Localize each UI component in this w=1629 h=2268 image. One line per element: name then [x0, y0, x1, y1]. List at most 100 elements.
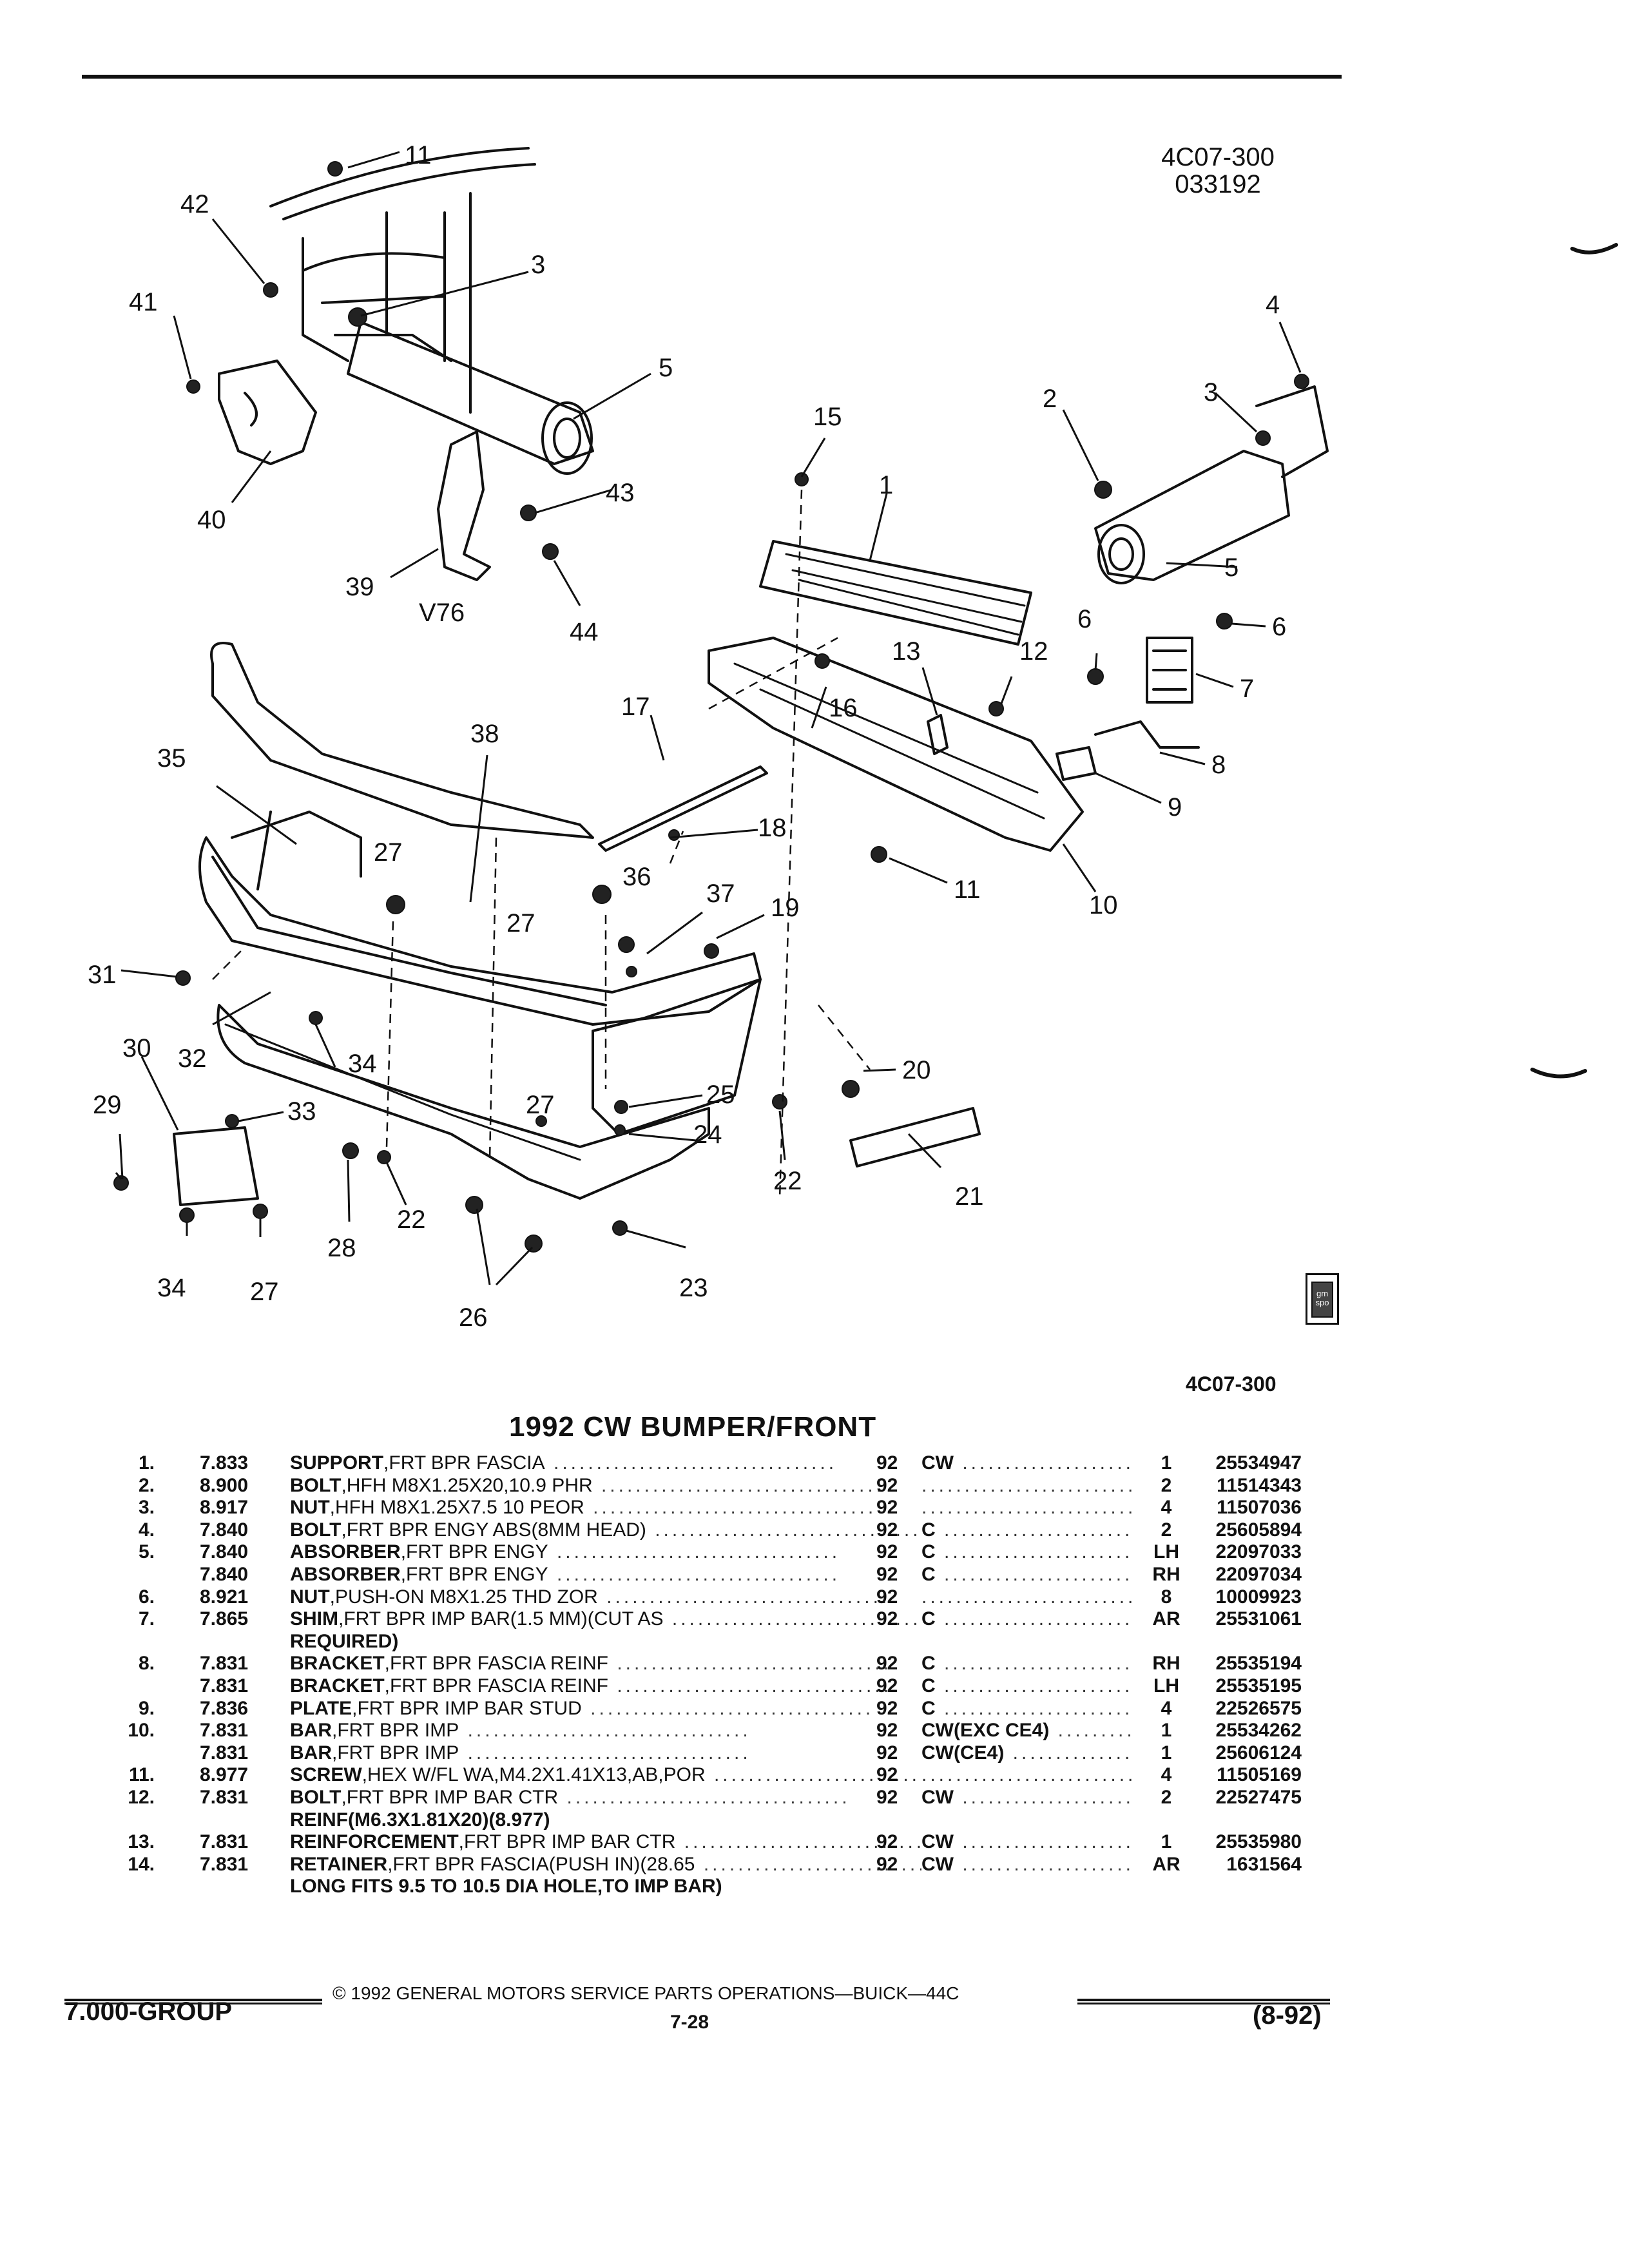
item-number: 11.: [128, 1764, 155, 1786]
year: 92: [876, 1497, 898, 1519]
part-name: ABSORBER: [290, 1541, 401, 1563]
item-number: 2.: [138, 1474, 155, 1496]
callout-28: 27: [250, 1278, 279, 1306]
quantity: 2: [1161, 1474, 1172, 1496]
callout-43: 42: [180, 190, 209, 218]
part-qualifier: ,FRT BPR IMP: [332, 1720, 459, 1742]
table-row: REINF(M6.3X1.81X20)(8.977): [84, 1809, 1373, 1832]
group-number: 7.831: [200, 1653, 249, 1675]
callout-22: 22: [397, 1206, 426, 1234]
leader-dots: .................................: [608, 1675, 901, 1696]
model: C .................................: [921, 1675, 1134, 1697]
callout-32: 31: [88, 961, 117, 989]
callout-16: 17: [621, 693, 650, 721]
part-name: BRACKET: [290, 1675, 385, 1696]
leader-dots: .................................: [703, 1853, 921, 1875]
nut-6-left: [1087, 668, 1104, 685]
description: REINF(M6.3X1.81X20)(8.977): [290, 1809, 921, 1831]
leader-dots: .................................: [592, 1474, 885, 1496]
part-name: LONG FITS 9.5 TO 10.5 DIA HOLE,TO IMP BA…: [290, 1876, 722, 1898]
bolt-4-right: [1294, 374, 1309, 389]
callout-31: 30: [122, 1034, 151, 1062]
part-name: REINFORCEMENT: [290, 1831, 459, 1853]
group-number: 8.917: [200, 1497, 249, 1519]
model-code: CW: [921, 1831, 954, 1853]
part-qualifier: ,FRT BPR FASCIA: [383, 1452, 545, 1474]
bolt-45: [542, 543, 559, 560]
fastener-27-b: [592, 885, 612, 904]
part-name: REINF(M6.3X1.81X20)(8.977): [290, 1809, 550, 1831]
model-code: C: [921, 1541, 936, 1563]
part-name: BOLT: [290, 1519, 342, 1541]
model: .................................: [921, 1764, 1134, 1786]
leader-dots: .................................: [944, 1541, 1134, 1563]
model-code: CW(CE4): [921, 1742, 1005, 1763]
leader-dots: .................................: [962, 1452, 1134, 1474]
part-name: SHIM: [290, 1608, 338, 1630]
model: C .................................: [921, 1608, 1134, 1630]
callout-3: 3: [531, 251, 545, 279]
callout-33: 32: [178, 1044, 207, 1073]
part-qualifier: ,FRT BPR IMP BAR CTR: [458, 1831, 676, 1853]
item-number: 12.: [128, 1786, 155, 1808]
leader-dots: .................................: [944, 1563, 1134, 1585]
leader-dots: .................................: [584, 1497, 877, 1519]
callout-4: 11: [405, 141, 432, 169]
absorber-foam-1: [759, 540, 1032, 646]
leader-dots: .................................: [545, 1452, 838, 1474]
fastener-28: [253, 1204, 268, 1219]
part-name: REQUIRED): [290, 1630, 399, 1652]
date-code: 033192: [1175, 170, 1261, 198]
section-title: 1992 CW BUMPER/FRONT: [509, 1411, 877, 1443]
leader-dots: .................................: [944, 1697, 1134, 1719]
callout-21: 22: [773, 1167, 802, 1195]
group-number: 8.921: [200, 1586, 249, 1608]
callout-8: 8: [1211, 751, 1226, 779]
leader-dots: .................................: [944, 1608, 1134, 1630]
part-number: 22527475: [1215, 1786, 1302, 1808]
clip-34: [225, 1114, 239, 1128]
part-name: RETAINER: [290, 1853, 388, 1875]
clip-26: [535, 1115, 547, 1127]
model: C .................................: [921, 1519, 1134, 1541]
leader-dots: .................................: [921, 1497, 1134, 1519]
callout-44: 43: [606, 479, 635, 507]
model: CW .................................: [921, 1854, 1134, 1876]
leader-dots: .................................: [548, 1541, 841, 1563]
description: ABSORBER,FRT BPR ENGY ..................…: [290, 1564, 921, 1586]
callout-7: 7: [1240, 675, 1254, 703]
screw-11: [871, 846, 887, 863]
part-qualifier: ,PUSH-ON M8X1.25 THD ZOR: [329, 1586, 598, 1608]
year: 92: [876, 1474, 898, 1496]
callout-27-b: 27: [506, 909, 535, 937]
part-qualifier: ,HFH M8X1.25X20,10.9 PHR: [341, 1474, 593, 1496]
callout-14: 15: [813, 403, 842, 431]
callout-40: 39: [345, 573, 374, 601]
part-qualifier: ,FRT BPR FASCIA REINF: [384, 1653, 608, 1675]
year: 92: [876, 1786, 898, 1808]
part-number: 25605894: [1215, 1519, 1302, 1541]
callout-26: 27: [526, 1091, 555, 1119]
group-label: 7.000-GROUP: [64, 1997, 233, 2026]
leader-dots: .................................: [921, 1586, 1134, 1608]
page-number: 7-28: [670, 2012, 709, 2033]
quantity: 1: [1161, 1452, 1172, 1474]
model-code: CW: [921, 1452, 954, 1474]
leader-dots: .................................: [581, 1697, 874, 1719]
nut-25-a: [465, 1196, 483, 1214]
model: C .................................: [921, 1653, 1134, 1675]
part-name: BRACKET: [290, 1653, 385, 1675]
part-name: BAR: [290, 1720, 332, 1742]
quantity: 4: [1161, 1697, 1172, 1719]
description: SCREW,HEX W/FL WA,M4.2X1.41X13,AB,POR ..…: [290, 1764, 921, 1786]
bolt-44: [520, 505, 537, 521]
nut-3-right: [1255, 430, 1271, 446]
description: ABSORBER,FRT BPR ENGY ..................…: [290, 1541, 921, 1563]
